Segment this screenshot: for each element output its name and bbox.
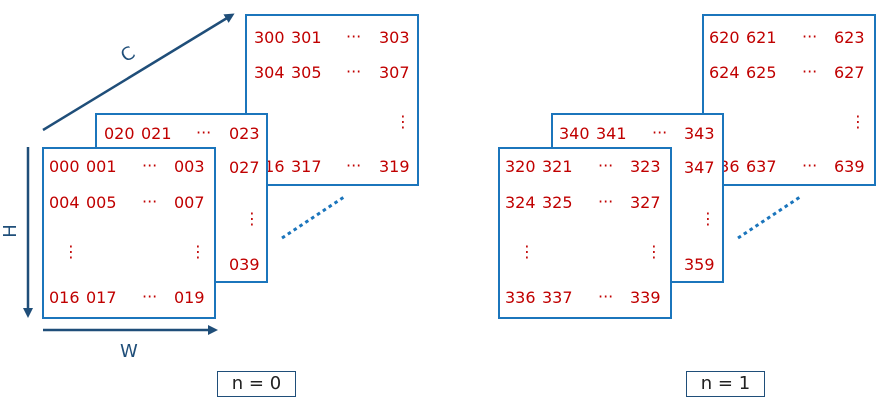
cell: 637 (746, 157, 777, 176)
cell: 305 (291, 63, 322, 82)
cell: 001 (86, 157, 117, 176)
ellipsis: ⋮ (190, 242, 206, 261)
cell: 320 (505, 157, 536, 176)
channel-box-front: 320 321 ··· 323 324 325 ··· 327 ⋮ ⋮ 336 … (498, 147, 672, 319)
channel-box-back: 300 301 ··· 303 304 305 ··· 307 ⋮ 316 31… (245, 14, 419, 186)
ellipsis: ··· (346, 27, 362, 46)
channel-continuation-dots (737, 195, 801, 240)
cell: 023 (229, 124, 260, 143)
cell: 304 (254, 63, 285, 82)
w-axis-label: W (120, 341, 138, 362)
cell: 039 (229, 255, 260, 274)
ellipsis: ··· (802, 27, 818, 46)
ellipsis: ··· (142, 156, 158, 175)
cell: 359 (684, 255, 715, 274)
cell: 340 (559, 124, 590, 143)
ellipsis: ··· (142, 287, 158, 306)
ellipsis: ⋮ (63, 242, 79, 261)
ellipsis: ··· (598, 156, 614, 175)
cell: 341 (596, 124, 627, 143)
cell: 300 (254, 28, 285, 47)
cell: 325 (542, 193, 573, 212)
cell: 307 (379, 63, 410, 82)
ellipsis: ⋮ (646, 242, 662, 261)
cell: 339 (630, 288, 661, 307)
cell: 639 (834, 157, 865, 176)
cell: 620 (709, 28, 740, 47)
cell: 343 (684, 124, 715, 143)
ellipsis: ··· (346, 156, 362, 175)
channel-box-front: 000 001 ··· 003 004 005 ··· 007 ⋮ ⋮ 016 … (42, 147, 216, 319)
channel-box-back: 620 621 ··· 623 624 625 ··· 627 ⋮ 636 63… (702, 14, 876, 186)
cell: 347 (684, 158, 715, 177)
cell: 017 (86, 288, 117, 307)
ellipsis: ··· (598, 287, 614, 306)
cell: 624 (709, 63, 740, 82)
ellipsis: ⋮ (850, 112, 866, 131)
cell: 016 (49, 288, 80, 307)
cell: 021 (141, 124, 172, 143)
cell: 005 (86, 193, 117, 212)
cell: 007 (174, 193, 205, 212)
ellipsis: ··· (196, 123, 212, 142)
cell: 324 (505, 193, 536, 212)
ellipsis: ⋮ (244, 209, 260, 228)
h-axis-label: H (0, 224, 21, 238)
cell: 004 (49, 193, 80, 212)
cell: 625 (746, 63, 777, 82)
cell: 323 (630, 157, 661, 176)
ellipsis: ⋮ (700, 209, 716, 228)
ellipsis: ··· (652, 123, 668, 142)
ellipsis: ··· (802, 62, 818, 81)
cell: 337 (542, 288, 573, 307)
cell: 627 (834, 63, 865, 82)
ellipsis: ··· (346, 62, 362, 81)
ellipsis: ··· (598, 192, 614, 211)
cell: 327 (630, 193, 661, 212)
cell: 623 (834, 28, 865, 47)
cell: 319 (379, 157, 410, 176)
cell: 019 (174, 288, 205, 307)
c-axis-arrow (42, 13, 235, 132)
cell: 317 (291, 157, 322, 176)
cell: 336 (505, 288, 536, 307)
ellipsis: ··· (802, 156, 818, 175)
cell: 000 (49, 157, 80, 176)
batch-label: n = 1 (686, 371, 765, 397)
channel-continuation-dots (281, 195, 345, 240)
cell: 020 (104, 124, 135, 143)
ellipsis: ··· (142, 192, 158, 211)
batch-label: n = 0 (217, 371, 296, 397)
cell: 303 (379, 28, 410, 47)
cell: 301 (291, 28, 322, 47)
cell: 003 (174, 157, 205, 176)
cell: 027 (229, 158, 260, 177)
cell: 621 (746, 28, 777, 47)
cell: 321 (542, 157, 573, 176)
ellipsis: ⋮ (395, 112, 411, 131)
ellipsis: ⋮ (519, 242, 535, 261)
